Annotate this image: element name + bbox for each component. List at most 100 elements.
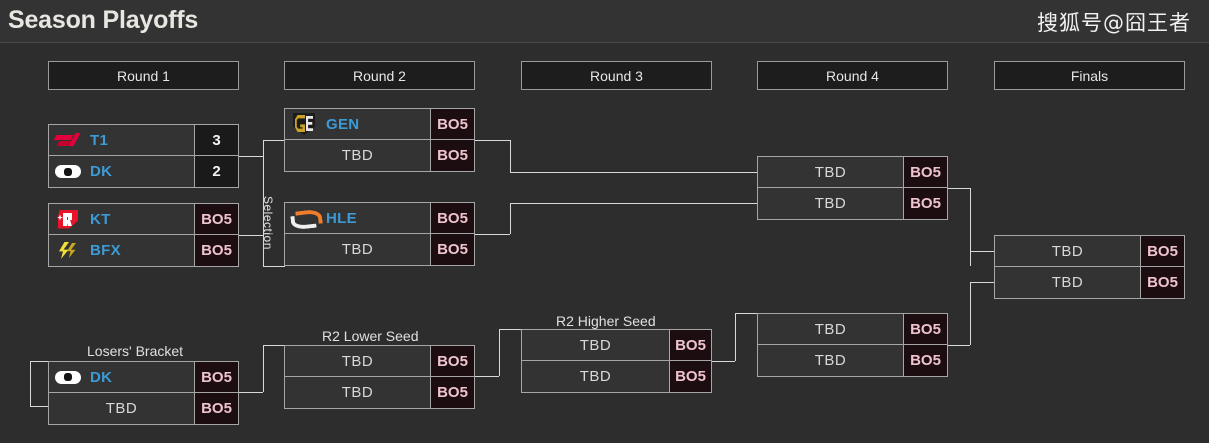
match-row[interactable]: T1 3: [49, 125, 238, 156]
connector: [475, 376, 499, 377]
team-cell: TBD: [995, 267, 1140, 298]
match-row[interactable]: DK BO5: [49, 362, 238, 393]
team-cell: TBD: [758, 345, 903, 376]
score-cell: BO5: [669, 361, 711, 392]
match-r1-m2[interactable]: KT BO5 BFX BO5: [48, 203, 239, 267]
team-name: BFX: [90, 242, 121, 259]
team-name: TBD: [341, 147, 374, 164]
match-row[interactable]: BFX BO5: [49, 235, 238, 266]
round-header-round1[interactable]: Round 1: [48, 61, 239, 90]
t1-logo: [53, 129, 81, 151]
connector: [30, 361, 31, 406]
match-row[interactable]: TBD BO5: [758, 314, 947, 345]
selection-label: Selection: [261, 196, 275, 250]
team-name: TBD: [814, 320, 847, 338]
match-row[interactable]: TBD BO5: [522, 330, 711, 361]
team-cell: TBD: [285, 346, 430, 376]
match-row[interactable]: GEN BO5: [285, 109, 474, 140]
match-row[interactable]: TBD BO5: [285, 234, 474, 265]
round-header-round2[interactable]: Round 2: [284, 61, 475, 90]
match-row[interactable]: TBD BO5: [995, 236, 1184, 267]
score-cell: BO5: [430, 140, 474, 171]
score-cell: BO5: [903, 314, 947, 344]
connector: [239, 392, 263, 393]
team-name: TBD: [814, 195, 847, 212]
score-cell: BO5: [430, 109, 474, 139]
round-header-round3[interactable]: Round 3: [521, 61, 712, 90]
match-row[interactable]: TBD BO5: [285, 377, 474, 408]
score-cell: BO5: [430, 203, 474, 233]
match-row[interactable]: TBD BO5: [758, 157, 947, 188]
match-row[interactable]: TBD BO5: [758, 188, 947, 219]
team-name: KT: [90, 210, 111, 228]
score-cell: 2: [194, 156, 238, 187]
match-row[interactable]: TBD BO5: [522, 361, 711, 392]
score-cell: BO5: [194, 204, 238, 234]
match-r4-lower[interactable]: TBD BO5 TBD BO5: [757, 313, 948, 377]
dk-logo: [55, 366, 81, 388]
team-name: TBD: [814, 352, 847, 369]
match-row[interactable]: TBD BO5: [285, 140, 474, 171]
connector: [735, 313, 757, 314]
round-header-finals[interactable]: Finals: [994, 61, 1185, 90]
match-row[interactable]: TBD BO5: [995, 267, 1184, 298]
hle-logo: [290, 207, 323, 231]
connector: [510, 203, 757, 204]
bfx-logo: [55, 240, 81, 262]
match-r4-upper[interactable]: TBD BO5 TBD BO5: [757, 156, 948, 220]
watermark: 搜狐号@囧王者: [1037, 11, 1191, 35]
score-cell: BO5: [669, 330, 711, 360]
connector: [948, 345, 970, 346]
connector: [263, 140, 264, 157]
connector: [263, 345, 264, 392]
match-row[interactable]: KT BO5: [49, 204, 238, 235]
match-row[interactable]: TBD BO5: [758, 345, 947, 376]
round-header-label: Finals: [1070, 67, 1109, 84]
connector: [970, 251, 994, 252]
connector: [239, 235, 263, 236]
score-cell: BO5: [1140, 267, 1184, 298]
team-cell: TBD: [758, 157, 903, 187]
round-header-round4[interactable]: Round 4: [757, 61, 948, 90]
team-cell: HLE: [285, 203, 430, 233]
team-name: DK: [90, 163, 113, 180]
score-cell: BO5: [430, 377, 474, 408]
connector: [263, 235, 264, 267]
score-cell: BO5: [194, 235, 238, 266]
team-name: T1: [90, 131, 109, 149]
score-cell: BO5: [430, 234, 474, 265]
team-cell: TBD: [758, 188, 903, 219]
connector: [510, 172, 757, 173]
match-finals[interactable]: TBD BO5 TBD BO5: [994, 235, 1185, 299]
match-row[interactable]: HLE BO5: [285, 203, 474, 234]
connector: [30, 406, 48, 407]
gen-logo: [291, 113, 317, 135]
team-name: HLE: [326, 209, 357, 227]
connector: [475, 140, 510, 141]
score-cell: BO5: [430, 346, 474, 376]
title-bar: Season Playoffs 搜狐号@囧王者: [0, 0, 1209, 43]
score-cell: BO5: [1140, 236, 1184, 266]
match-r2-lower-seed[interactable]: TBD BO5 TBD BO5: [284, 345, 475, 409]
match-r2-higher-seed[interactable]: TBD BO5 TBD BO5: [521, 329, 712, 393]
match-r2-m2[interactable]: HLE BO5 TBD BO5: [284, 202, 475, 266]
match-row[interactable]: TBD BO5: [285, 346, 474, 377]
team-name: TBD: [814, 163, 847, 181]
match-r2-m1[interactable]: GEN BO5 TBD BO5: [284, 108, 475, 172]
team-cell: T1: [49, 125, 194, 155]
team-cell: TBD: [49, 393, 194, 424]
r2-lower-seed-label: R2 Lower Seed: [322, 328, 419, 344]
match-losers-m1[interactable]: DK BO5 TBD BO5: [48, 361, 239, 425]
team-cell: GEN: [285, 109, 430, 139]
score-cell: BO5: [194, 393, 238, 424]
match-r1-m1[interactable]: T1 3 DK 2: [48, 124, 239, 188]
match-row[interactable]: DK 2: [49, 156, 238, 187]
match-row[interactable]: TBD BO5: [49, 393, 238, 424]
score-cell: BO5: [903, 345, 947, 376]
connector: [712, 361, 735, 362]
round-header-label: Round 2: [353, 67, 406, 84]
score-cell: 3: [194, 125, 238, 155]
connector: [475, 234, 510, 235]
connector: [499, 329, 500, 376]
